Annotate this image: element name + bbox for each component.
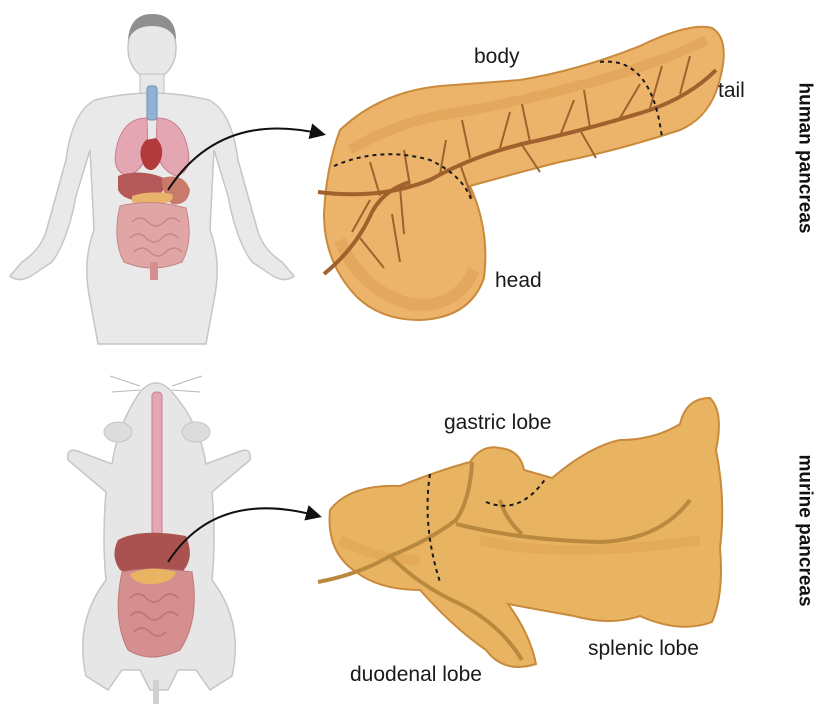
murine-pancreas-illustration	[318, 398, 722, 667]
human-body-illustration	[10, 14, 294, 344]
section-title-murine: murine pancreas	[796, 455, 815, 605]
label-gastric-lobe: gastric lobe	[444, 412, 551, 433]
label-splenic-lobe: splenic lobe	[588, 638, 699, 659]
label-head: head	[495, 270, 542, 291]
label-duodenal-lobe: duodenal lobe	[350, 664, 482, 685]
label-body: body	[474, 46, 520, 67]
label-tail: tail	[718, 80, 745, 101]
section-title-human: human pancreas	[796, 83, 815, 233]
mouse-body-illustration	[68, 376, 251, 704]
